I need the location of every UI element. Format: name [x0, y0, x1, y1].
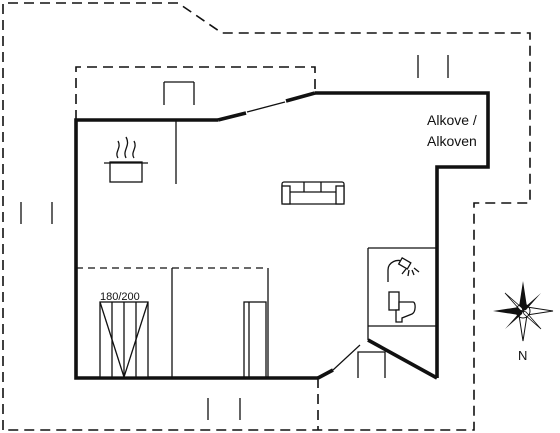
bed-size-label: 180/200	[100, 291, 140, 303]
exterior-walls	[74, 91, 490, 380]
alcove-label-line2: Alkoven	[427, 133, 477, 149]
terrace-outline	[2, 2, 531, 431]
interior-walls	[76, 120, 437, 379]
cooking-pot-icon	[104, 136, 148, 183]
sofa-icon	[281, 181, 345, 205]
window-marks	[20, 55, 449, 420]
toilet-icon	[388, 291, 416, 323]
alcove-label-line1: Alkove /	[427, 112, 477, 128]
north-label: N	[518, 348, 527, 363]
shower-icon	[387, 257, 420, 282]
compass-rose-icon	[493, 281, 554, 342]
wardrobe-icon	[99, 301, 149, 378]
